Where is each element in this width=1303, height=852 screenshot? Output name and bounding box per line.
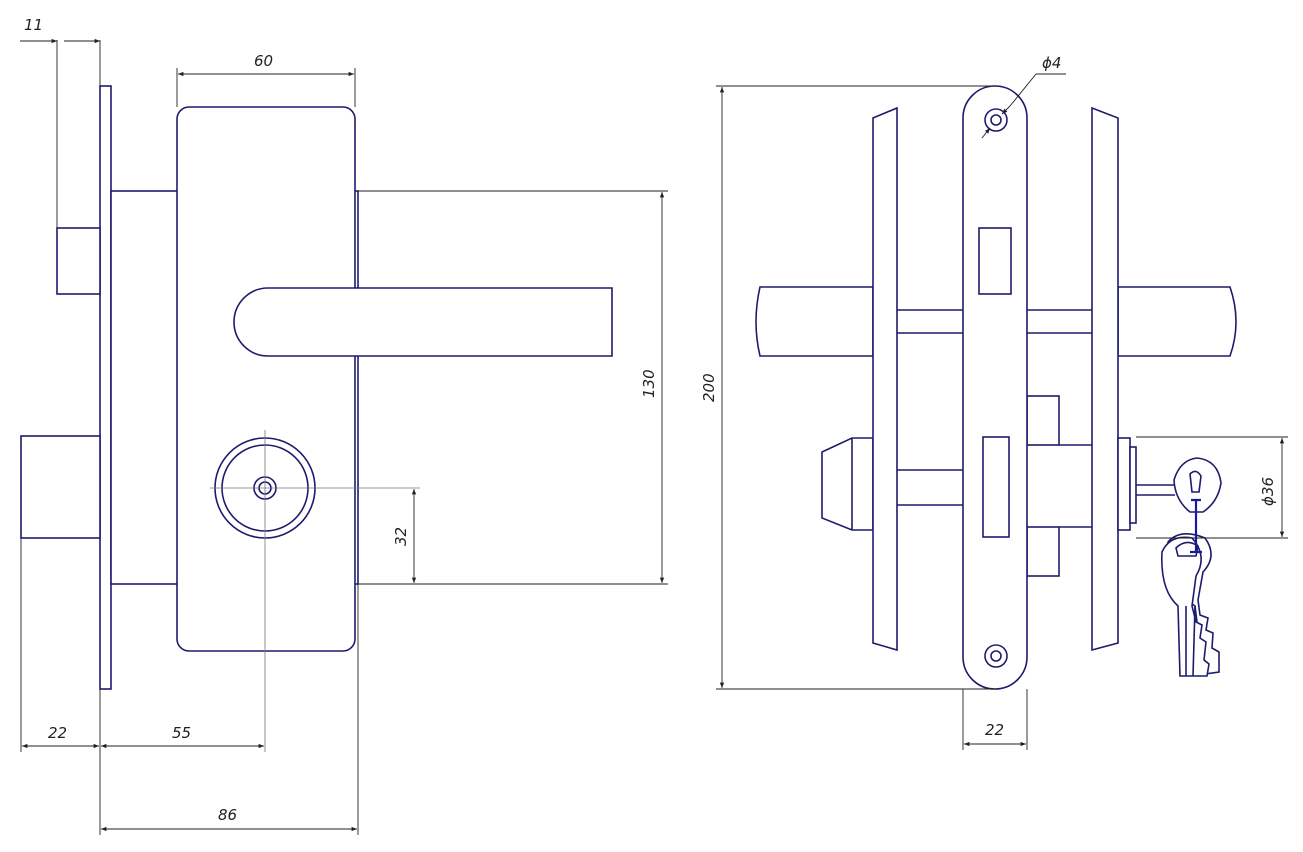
dim-11-label: 11 [24, 16, 43, 34]
faceplate [962, 85, 1028, 690]
right-lever [1117, 286, 1237, 357]
mounting-plate [99, 85, 112, 690]
upper-bolt [1026, 395, 1060, 446]
dim-200-label: 200 [700, 373, 718, 402]
dim-phi4-label: ϕ4 [1042, 54, 1061, 72]
side-view-dimensions: 11 60 130 32 22 55 86 [20, 16, 668, 835]
dim-60-label: 60 [254, 52, 273, 70]
right-escutcheon [1091, 106, 1119, 652]
top-screw-hole [984, 108, 1008, 132]
dim-phi36-label: ϕ36 [1259, 477, 1277, 506]
latch-bolt [56, 227, 101, 295]
latch-opening [978, 227, 1012, 295]
thumb-turn-knob [821, 437, 874, 531]
dim-22-left-label: 22 [48, 724, 67, 742]
bolt-opening [982, 436, 1010, 538]
dim-32-label: 32 [392, 527, 410, 546]
front-view [755, 85, 1237, 690]
lower-bolt [1026, 526, 1060, 577]
side-view [20, 85, 613, 752]
dim-55-label: 55 [172, 724, 191, 742]
escutcheon-plate [176, 106, 356, 652]
cylinder-housing [1117, 437, 1131, 531]
dim-22-right-label: 22 [985, 721, 1004, 739]
key-ring [1190, 498, 1202, 554]
front-view-dimensions: 200 ϕ4 22 ϕ36 [700, 54, 1288, 750]
dim-86-label: 86 [218, 806, 237, 824]
keys [1161, 457, 1222, 677]
left-escutcheon [872, 106, 898, 652]
dead-bolt [20, 435, 101, 539]
bottom-screw-hole [984, 644, 1008, 668]
lever-handle [233, 287, 613, 357]
top-key-bow [1173, 457, 1222, 513]
left-lever [755, 286, 874, 357]
dim-130-label: 130 [640, 369, 658, 398]
